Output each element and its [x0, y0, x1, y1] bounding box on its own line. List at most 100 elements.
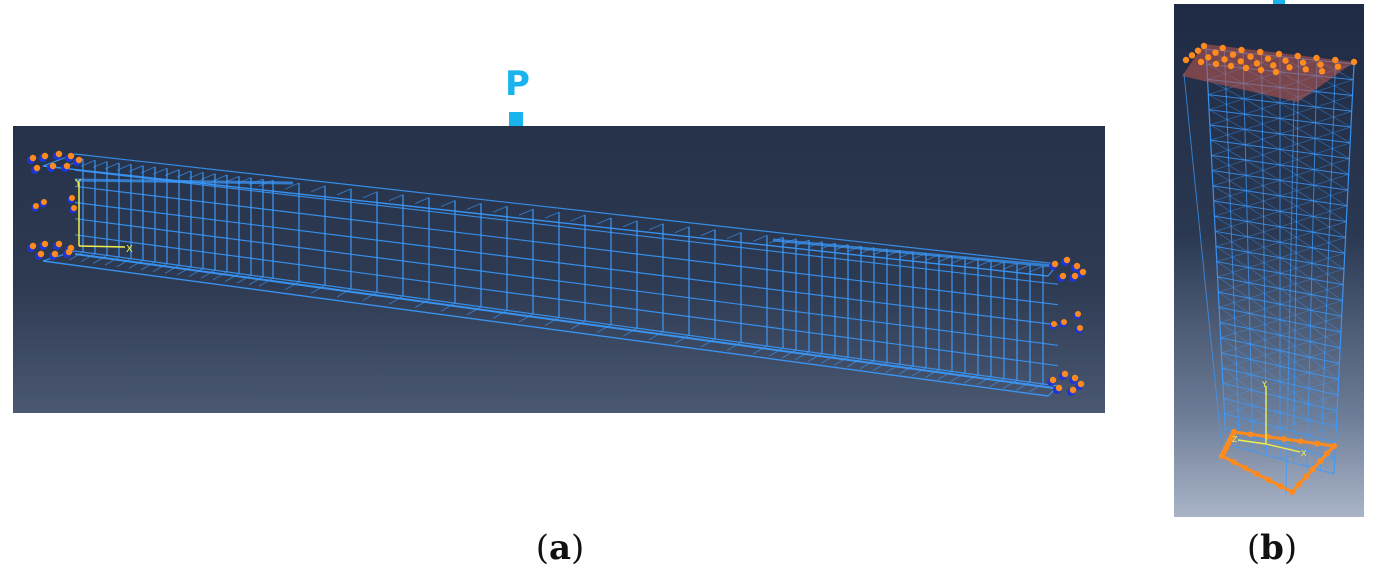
boundary-node-marker: [63, 162, 71, 170]
beam-stirrup-line: [989, 261, 1005, 269]
column-mesh-diagonal: [1314, 158, 1350, 171]
load-node-marker: [1302, 66, 1309, 73]
beam-stirrup-line: [648, 331, 664, 341]
column-mesh-diagonal: [1246, 190, 1281, 212]
load-node-marker: [1332, 56, 1339, 64]
column-mesh-diagonal: [1247, 221, 1281, 243]
boundary-node-marker: [69, 195, 75, 201]
column-mesh-diagonal: [1312, 247, 1345, 270]
column-stirrup-line: [1220, 337, 1340, 365]
beam-edge-line: [42, 165, 1049, 277]
beam-stirrup-line: [937, 371, 953, 380]
column-mesh-diagonal: [1215, 230, 1249, 253]
boundary-node-marker: [37, 250, 45, 258]
column-mesh-diagonal: [1279, 262, 1313, 274]
beam-stirrup-line: [622, 220, 638, 228]
beam-stirrup-line: [116, 163, 132, 171]
beam-stirrup-line: [674, 226, 690, 234]
column-mesh-diagonal: [1246, 195, 1281, 207]
support-node-marker: [1281, 436, 1287, 442]
column-mesh-diagonal: [1222, 374, 1252, 384]
beam-longitudinal-line: [74, 234, 1059, 367]
beam-stirrup-line: [388, 295, 404, 305]
column-mesh-diagonal: [1212, 175, 1247, 187]
column-mesh-diagonal: [1313, 189, 1348, 202]
beam-stirrup-line: [674, 334, 690, 344]
column-mesh-diagonal: [1279, 169, 1315, 181]
beam-stirrup-line: [80, 253, 96, 263]
column-mesh-diagonal: [1279, 356, 1310, 367]
column-stirrup-line: [1215, 230, 1345, 254]
column-mesh-diagonal: [1250, 334, 1281, 345]
support-node-marker: [1331, 443, 1337, 449]
column-stirrup-line: [1209, 109, 1351, 128]
column-mesh-diagonal: [1223, 398, 1253, 422]
column-mesh-diagonal: [1308, 410, 1338, 421]
boundary-node-marker: [29, 154, 37, 162]
column-stirrup-line: [1214, 215, 1346, 238]
column-mesh-diagonal: [1252, 443, 1281, 452]
column-mesh-diagonal: [1224, 413, 1253, 437]
beam-stirrup-line: [781, 349, 797, 359]
axis-y-label: Y: [74, 178, 82, 189]
support-node-marker: [1264, 433, 1271, 440]
column-mesh-diagonal: [1310, 300, 1343, 311]
column-mesh: YZX: [1182, 42, 1358, 495]
column-mesh-diagonal: [1220, 337, 1251, 360]
column-stirrup-line: [1218, 291, 1342, 317]
column-mesh-diagonal: [1279, 272, 1312, 295]
column-mesh-diagonal: [1279, 396, 1309, 420]
load-node-marker: [1197, 58, 1205, 66]
column-stirrup-line: [1215, 246, 1345, 270]
column-mesh-diagonal: [1312, 231, 1345, 254]
column-mesh-diagonal: [1307, 426, 1337, 436]
beam-stirrup-line: [466, 202, 482, 210]
beam-stirrup-line: [116, 258, 132, 268]
column-mesh-diagonal: [1245, 149, 1281, 161]
beam-stirrup-line: [104, 256, 120, 266]
beam-stirrup-line: [362, 292, 378, 301]
boundary-node-marker: [1063, 256, 1071, 264]
boundary-node-marker: [55, 150, 63, 158]
column-mesh-diagonal: [1279, 278, 1312, 290]
column-mesh-diagonal: [1247, 236, 1281, 259]
boundary-node-marker: [1061, 319, 1067, 325]
column-stirrup-line: [1216, 261, 1344, 286]
column-mesh-diagonal: [1224, 405, 1252, 414]
column-mesh-diagonal: [1249, 313, 1281, 336]
beam-stirrup-line: [440, 200, 456, 207]
beam-stirrup-line: [152, 263, 168, 273]
boundary-node-marker: [1069, 386, 1077, 394]
boundary-node-marker: [1075, 311, 1081, 317]
beam-stirrup-line: [518, 208, 534, 216]
beam-longitudinal-line: [74, 201, 1059, 326]
column-stirrup-line: [1213, 200, 1347, 223]
column-mesh-diagonal: [1279, 118, 1316, 139]
column-mesh-diagonal: [1316, 91, 1352, 112]
column-mesh-diagonal: [1219, 313, 1250, 323]
load-node-marker: [1350, 58, 1358, 66]
beam-stirrup-line: [911, 367, 927, 377]
column-mesh-diagonal: [1243, 98, 1281, 119]
column-mesh-diagonal: [1245, 159, 1281, 181]
column-mesh-diagonal: [1244, 118, 1281, 130]
load-node-marker: [1194, 47, 1202, 54]
column-mesh-diagonal: [1310, 294, 1342, 317]
column-mesh-diagonal: [1308, 394, 1338, 405]
column-stirrup-line: [1212, 185, 1348, 207]
load-node-marker: [1257, 66, 1265, 74]
column-mesh-diagonal: [1279, 381, 1309, 405]
column-mesh-diagonal: [1248, 272, 1281, 284]
boundary-node-marker: [1051, 260, 1059, 268]
support-node-marker: [1297, 438, 1304, 445]
load-node-marker: [1317, 61, 1324, 68]
beam-stirrup-line: [128, 165, 144, 173]
boundary-node-marker: [1061, 370, 1069, 378]
beam-stirrup-line: [362, 191, 378, 199]
beam-stirrup-line: [68, 251, 84, 261]
beam-stirrup-line: [336, 288, 352, 298]
boundary-node-marker: [1055, 384, 1063, 392]
column-mesh-diagonal: [1248, 282, 1281, 305]
column-mesh-diagonal: [1279, 106, 1316, 119]
column-mesh-diagonal: [1279, 149, 1315, 170]
